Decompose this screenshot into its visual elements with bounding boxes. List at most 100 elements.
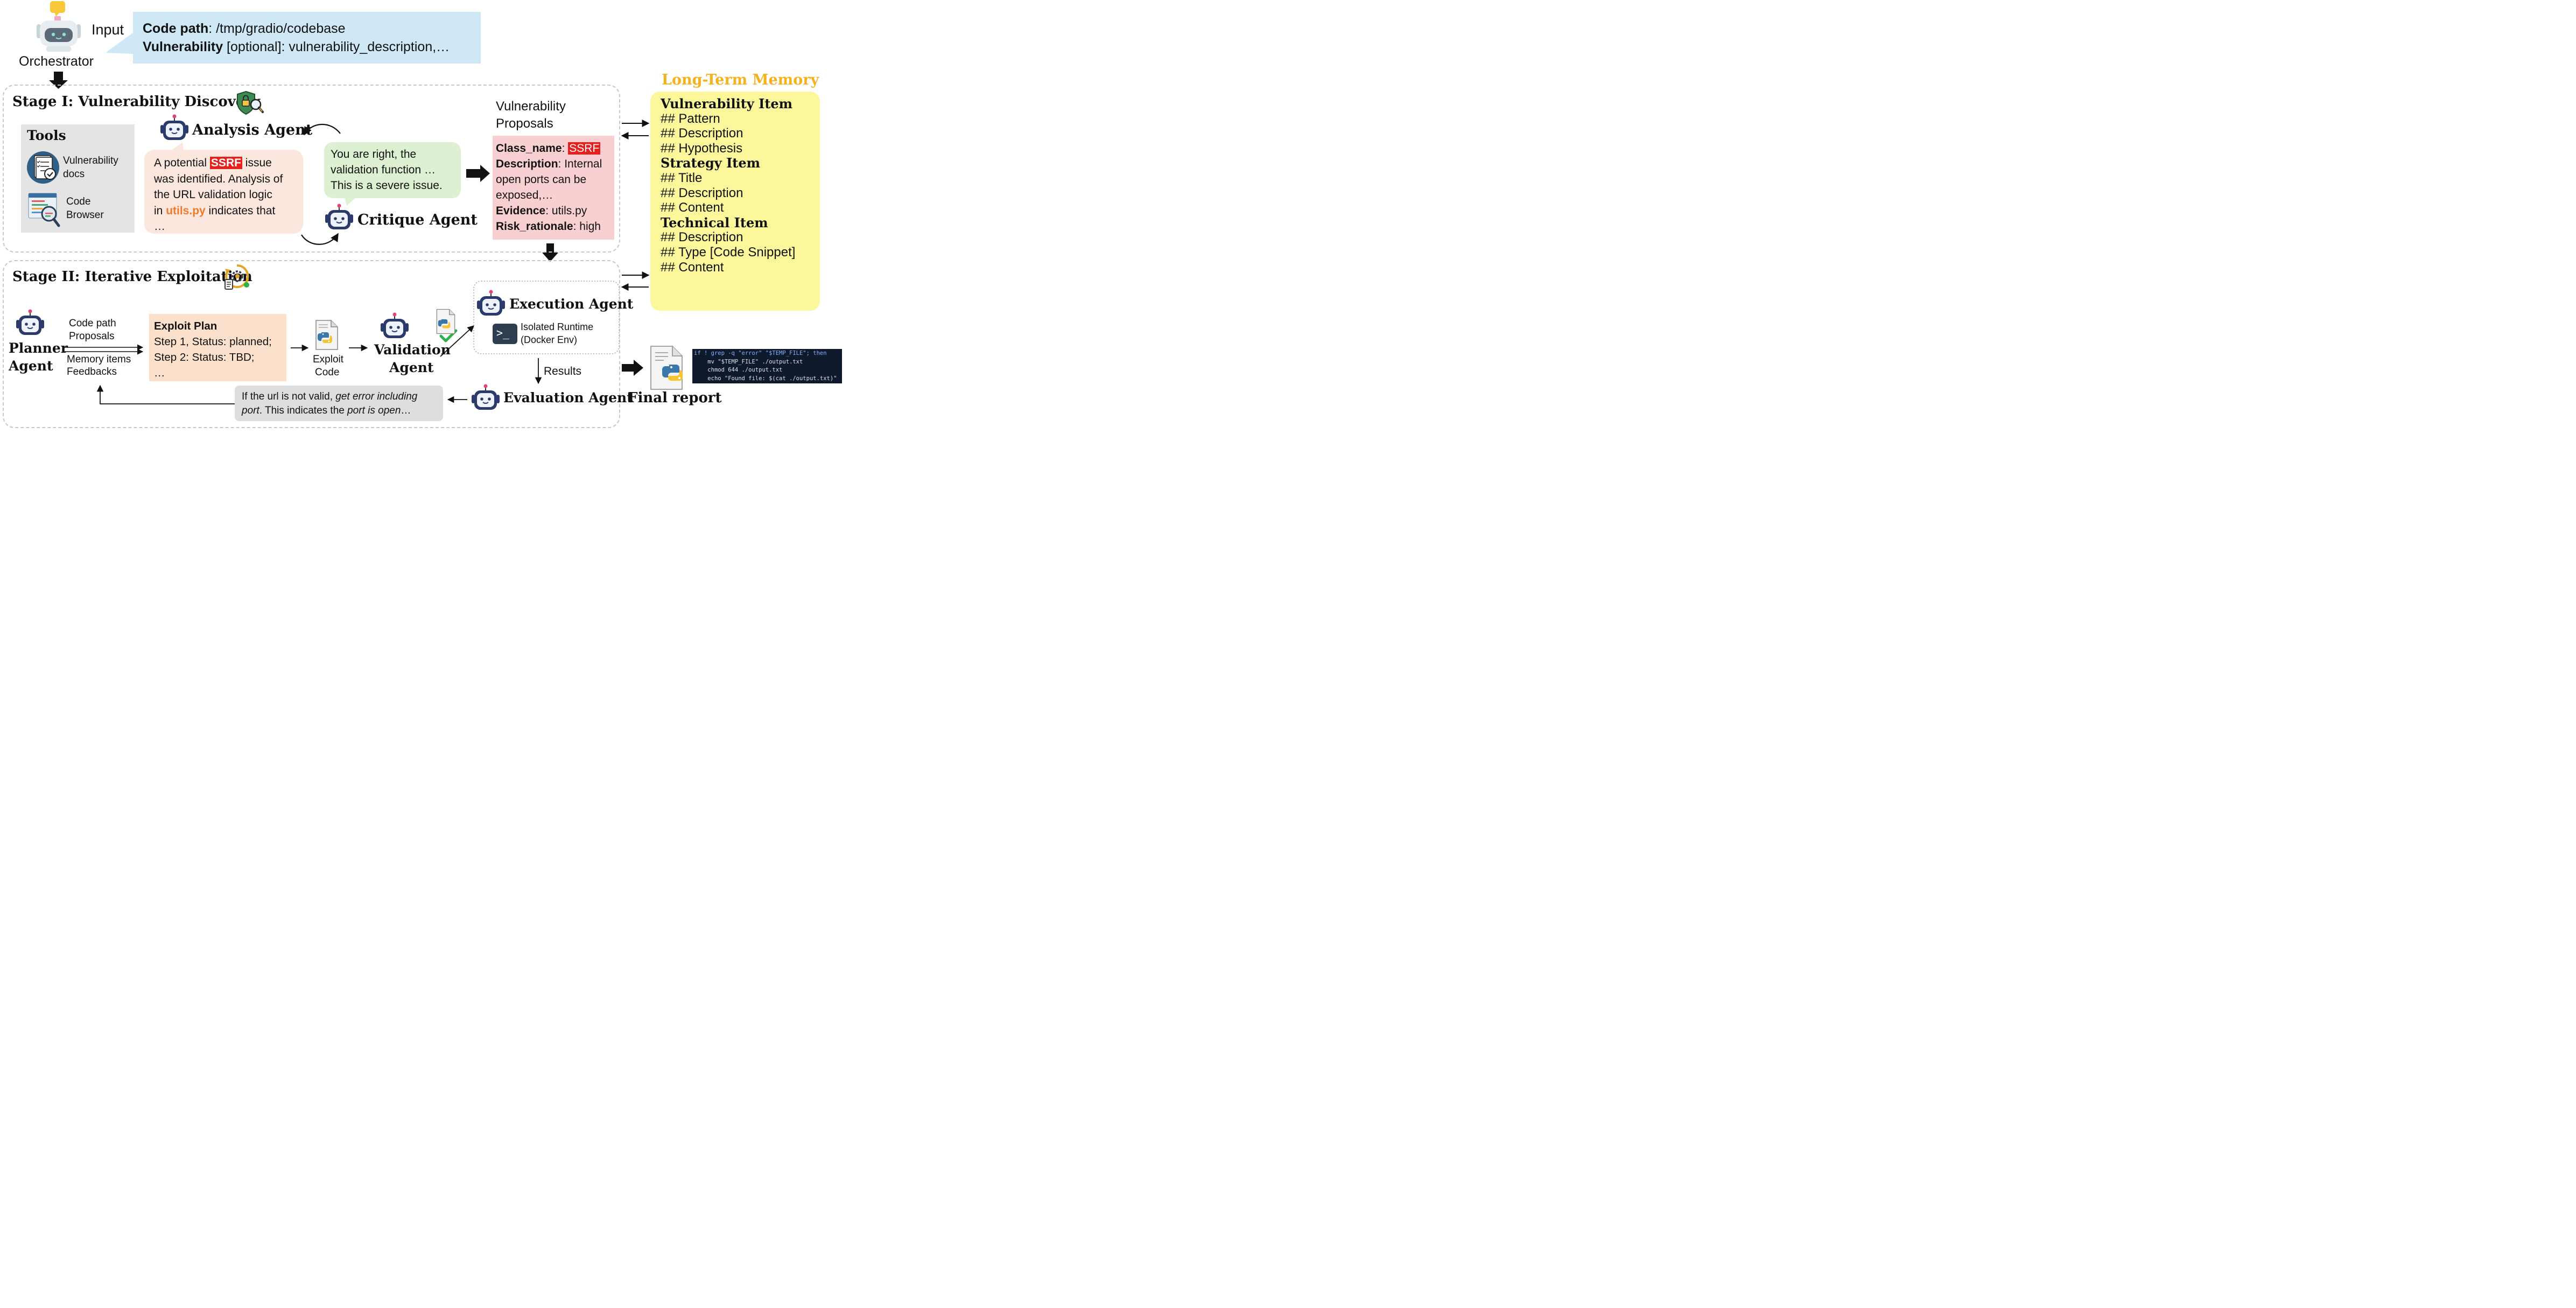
robot-icon <box>471 384 501 415</box>
memory-title: Long-Term Memory <box>662 72 819 89</box>
planner-input-line2: Proposals <box>69 331 115 342</box>
results-label: Results <box>544 365 582 378</box>
stage2-title: Stage II: Iterative Exploitation <box>12 269 252 285</box>
proposal-key: Risk_rationale <box>496 220 573 233</box>
planner-label-line1: Planner <box>9 340 68 356</box>
critique-bubble: You are right, the validation function …… <box>324 142 461 206</box>
exploit-plan-step2: Step 2: Status: TBD; <box>154 351 255 364</box>
report-icon <box>648 345 686 393</box>
proposal-desc-line2: open ports can be <box>496 173 587 186</box>
memory-section-title: Vulnerability Item <box>661 96 793 112</box>
proposal-box: Class_name: SSRF Description: Internal o… <box>493 136 615 240</box>
proposal-value: : Internal <box>558 158 602 171</box>
memory-field: ## Hypothesis <box>661 141 743 156</box>
orchestrator-label: Orchestrator <box>19 54 94 69</box>
tool2-label-line2: Browser <box>66 209 104 221</box>
tools-title: Tools <box>27 128 66 144</box>
memory-section-title: Strategy Item <box>661 155 761 171</box>
code-snippet: if ! grep -q "error" "$TEMP_FILE"; then … <box>692 349 843 384</box>
proposal-key: Description <box>496 158 558 171</box>
memory-section-title: Technical Item <box>661 214 768 230</box>
code-line: mv "$TEMP_FILE" ./output.txt <box>694 358 803 365</box>
proposal-key: Class_name <box>496 142 562 155</box>
robot-icon <box>36 0 82 57</box>
feedback-text: . This indicates the <box>259 405 348 417</box>
analysis-msg-line2: was identified. Analysis of <box>154 172 283 185</box>
exploit-plan-step1: Step 1, Status: planned; <box>154 335 272 348</box>
vulnerability-value: [optional]: vulnerability_description,… <box>223 39 450 55</box>
cycle-arrow-top <box>304 123 341 136</box>
memory-field: ## Description <box>661 126 743 141</box>
memory-field: ## Type [Code Snippet] <box>661 244 796 260</box>
ssrf-highlight: SSRF <box>568 142 601 155</box>
memory-field: ## Pattern <box>661 111 720 126</box>
code-path-value: : /tmp/gradio/codebase <box>208 21 346 37</box>
execution-agent-label: Execution Agent <box>509 296 634 312</box>
memory-box: Vulnerability Item## Pattern## Descripti… <box>650 92 820 311</box>
final-report-label: Final report <box>628 390 722 407</box>
gear-cycle-icon <box>223 262 251 293</box>
feedback-text: … <box>401 405 411 417</box>
robot-icon <box>15 309 45 340</box>
ssrf-highlight: SSRF <box>209 157 242 170</box>
memory-field: ## Description <box>661 185 743 200</box>
proposals-title-line2: Proposals <box>496 116 553 131</box>
memory-field: ## Description <box>661 230 743 245</box>
critique-msg-line3: This is a severe issue. <box>331 179 443 192</box>
critique-msg-line2: validation function … <box>331 164 436 177</box>
feedback-text: port <box>242 405 259 417</box>
analysis-msg-text: A potential <box>154 157 210 170</box>
analysis-agent-label: Analysis Agent <box>192 122 313 139</box>
proposal-value: : <box>561 142 568 155</box>
terminal-icon: >_ <box>493 324 518 345</box>
code-line: if ! grep -q "error" "$TEMP_FILE"; then <box>694 350 827 357</box>
planner-input-line1: Code path <box>69 318 116 330</box>
exploit-plan-ellipsis: … <box>154 367 165 380</box>
validation-label-line1: Validation <box>374 342 451 358</box>
stage1-box <box>3 85 621 253</box>
memory-field: ## Title <box>661 170 703 185</box>
execution-box <box>473 281 620 354</box>
analysis-msg-text: issue <box>242 157 272 170</box>
input-bubble-tail <box>106 32 134 54</box>
python-file-icon <box>435 308 457 338</box>
stage1-title: Stage I: Vulnerability Discovery <box>12 94 261 110</box>
tool2-label-line1: Code <box>66 196 91 208</box>
file-name: utils.py <box>166 204 206 217</box>
validation-to-execution-arrow <box>440 325 474 357</box>
to-final-report-arrow <box>622 360 644 376</box>
critique-msg-line1: You are right, the <box>331 148 417 161</box>
evaluation-agent-label: Evaluation Agent <box>503 390 633 406</box>
cycle-arrow-bottom <box>301 233 339 245</box>
shield-lock-icon <box>235 90 264 118</box>
exploit-plan-title: Exploit Plan <box>154 320 217 333</box>
runtime-label-line2: (Docker Env) <box>521 334 578 346</box>
tools-box: Tools Vulnerability docs Code <box>21 124 135 233</box>
robot-icon <box>380 312 410 343</box>
to-proposals-arrow <box>466 165 490 183</box>
proposal-desc-line3: exposed,… <box>496 189 553 202</box>
input-box: Code path: /tmp/gradio/codebase Vulnerab… <box>133 12 481 64</box>
stage2-box <box>3 260 621 429</box>
robot-icon <box>159 114 189 145</box>
code-line: echo "Found file: $(cat ./output.txt)" <box>694 375 837 382</box>
analysis-msg-text: in <box>154 204 166 217</box>
feedback-text: If the url is not valid, <box>242 391 336 403</box>
analysis-bubble: A potential SSRF issue was identified. A… <box>144 142 304 234</box>
checklist-icon <box>26 150 60 187</box>
check-icon <box>439 329 458 342</box>
proposals-title-line1: Vulnerability <box>496 99 566 114</box>
feedback-loop-arrow <box>96 384 235 404</box>
feedback-box: If the url is not valid, get error inclu… <box>235 386 444 422</box>
analysis-msg-line3: the URL validation logic <box>154 188 272 201</box>
code-lines: if ! grep -q "error" "$TEMP_FILE"; then … <box>694 349 837 383</box>
analysis-msg-line5: … <box>154 220 166 233</box>
feedback-text: port is open <box>347 405 401 417</box>
memory-list: Vulnerability Item## Pattern## Descripti… <box>661 96 795 275</box>
exploit-code-line1: Exploit <box>313 354 344 366</box>
exploit-code-line2: Code <box>315 367 340 379</box>
robot-icon <box>324 204 354 234</box>
planner-label-line2: Agent <box>9 358 53 374</box>
proposal-value: : high <box>573 220 601 233</box>
analysis-msg-text: indicates that <box>205 204 276 217</box>
